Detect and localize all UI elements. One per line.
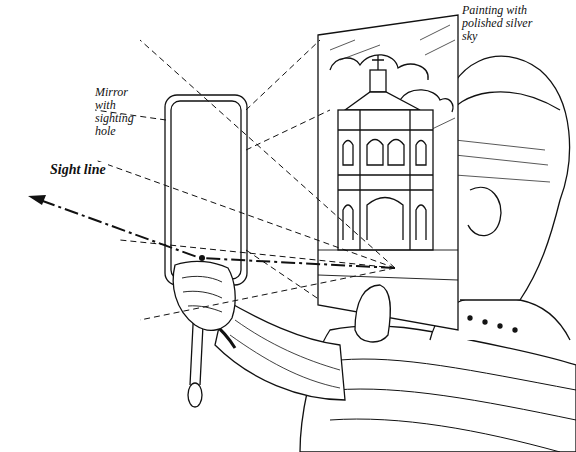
mirror-label: Mirror with sighting hole [95,86,149,138]
sight-line-label: Sight line [48,162,108,178]
painting-label: Painting with polished silver sky [462,4,546,43]
